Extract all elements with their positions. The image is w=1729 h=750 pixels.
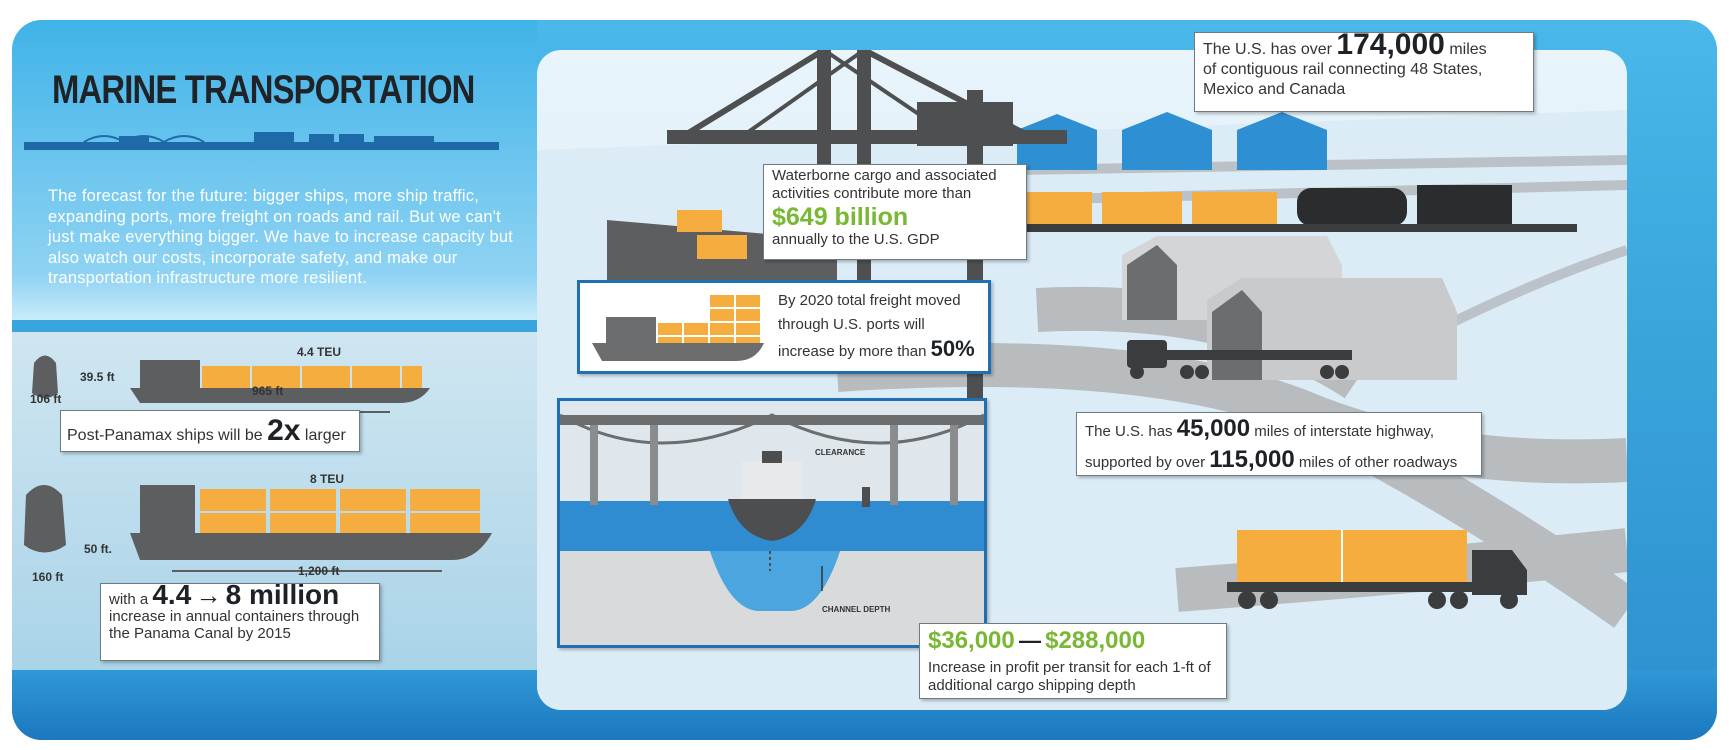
- waterborne-value: $649 billion: [772, 203, 909, 231]
- rail-suffix: miles: [1449, 41, 1487, 58]
- highway-value2: 115,000: [1209, 446, 1295, 473]
- ship-small-length: 965 ft: [252, 384, 284, 398]
- ship-large-illustration: [24, 485, 492, 572]
- bridge-clearance-panel: CLEARANCE CHANNEL DEPTH: [557, 398, 987, 648]
- bridge-clearance-illustration: [560, 401, 984, 645]
- intro-paragraph: The forecast for the future: bigger ship…: [48, 187, 513, 287]
- port-skyline-icon: [24, 132, 499, 150]
- postpanamax-value: 2x: [267, 414, 301, 447]
- rail-value: 174,000: [1336, 28, 1445, 61]
- postpanamax-suffix: larger: [304, 427, 346, 444]
- left-header-panel: [12, 20, 537, 320]
- channel-depth-label: CHANNEL DEPTH: [822, 605, 891, 614]
- freight-text: By 2020 total freight moved through U.S.…: [778, 292, 961, 360]
- ship-small-height: 39.5 ft: [80, 370, 115, 384]
- profit-callout: $36,000 — $288,000 Increase in profit pe…: [919, 623, 1227, 699]
- containers-callout: with a 4.4 → 8 million increase in annua…: [100, 580, 380, 661]
- waterborne-text: Waterborne cargo and associated activiti…: [772, 167, 997, 202]
- arrow-right-icon: →: [195, 580, 222, 610]
- highway-suffix2: miles of other roadways: [1298, 454, 1458, 471]
- ship-small-illustration: [32, 355, 430, 413]
- profit-low: $36,000: [928, 627, 1015, 654]
- highway-prefix2: supported by over: [1085, 454, 1206, 471]
- page-title: MARINE TRANSPORTATION: [52, 68, 475, 112]
- infographic-frame: MARINE TRANSPORTATION The forecast for t…: [12, 20, 1717, 740]
- profit-text: Increase in profit per transit for each …: [928, 659, 1211, 694]
- highway-prefix1: The U.S. has: [1085, 423, 1173, 440]
- profit-dash: —: [1018, 628, 1041, 653]
- containers-text: increase in annual containers through th…: [109, 608, 360, 642]
- freight-value: 50%: [930, 336, 975, 361]
- rail-callout: The U.S. has over 174,000 miles of conti…: [1194, 30, 1534, 112]
- ship-large-height: 50 ft.: [84, 542, 113, 556]
- containers-from: 4.4: [152, 579, 192, 610]
- ship-large-width: 160 ft: [32, 570, 64, 584]
- postpanamax-prefix: Post-Panamax ships will be: [67, 427, 263, 444]
- ship-large-length: 1,200 ft: [298, 564, 340, 578]
- highway-callout: The U.S. has 45,000 miles of interstate …: [1076, 412, 1482, 476]
- waterborne-callout: Waterborne cargo and associated activiti…: [763, 164, 1027, 260]
- clearance-label: CLEARANCE: [815, 448, 866, 457]
- rail-text: of contiguous rail connecting 48 States,…: [1203, 61, 1483, 98]
- ship-small-teu: 4.4 TEU: [297, 345, 342, 359]
- freight-callout: By 2020 total freight moved through U.S.…: [577, 280, 991, 374]
- containers-prefix: with a: [109, 591, 149, 608]
- freight-ship-icon: [592, 295, 764, 361]
- ship-small-width: 106 ft: [30, 392, 62, 406]
- highway-value1: 45,000: [1176, 415, 1251, 442]
- postpanamax-callout: Post-Panamax ships will be 2x larger: [60, 410, 360, 452]
- highway-suffix1: miles of interstate highway,: [1254, 423, 1435, 440]
- profit-high: $288,000: [1045, 627, 1146, 654]
- ship-large-teu: 8 TEU: [310, 472, 345, 486]
- rail-prefix: The U.S. has over: [1203, 41, 1332, 58]
- containers-to: 8 million: [225, 579, 340, 610]
- waterborne-subtext: annually to the U.S. GDP: [772, 231, 940, 248]
